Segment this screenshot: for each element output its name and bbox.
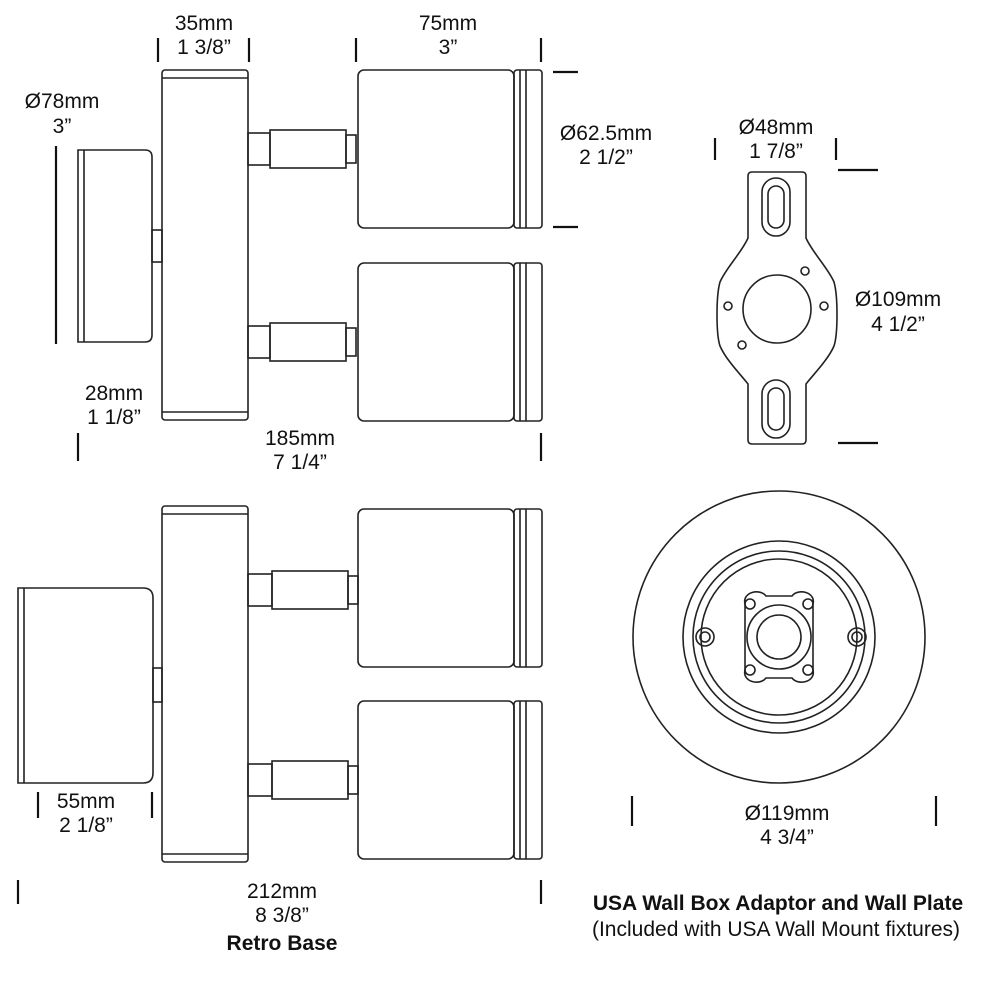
base-diameter-in: 3”	[53, 115, 72, 138]
top-base-plate	[77, 149, 153, 343]
overall-length-mm: 185mm	[265, 427, 335, 450]
top-body-column	[161, 69, 249, 421]
base-width-mm: 35mm	[175, 12, 233, 35]
wall-plate-caption: USA Wall Box Adaptor and Wall Plate	[593, 892, 963, 915]
wall-plate-outer-circle	[632, 490, 926, 784]
top-head-upper	[357, 69, 515, 229]
adaptor-diameter-mm: Ø109mm	[855, 288, 941, 311]
head-diameter-in: 2 1/2”	[579, 146, 633, 169]
base-width-in: 1 3/8”	[177, 36, 231, 59]
base-depth-mm: 28mm	[85, 382, 143, 405]
wall-plate-diameter-mm: Ø119mm	[745, 802, 830, 825]
head-length-in: 3”	[439, 36, 458, 59]
retro-view-drawing	[17, 505, 543, 863]
wall-plate-dimension-lines	[630, 796, 938, 826]
head-length-mm: 75mm	[419, 12, 477, 35]
retro-head-upper	[357, 508, 515, 668]
wall-box-adaptor-drawing	[716, 171, 838, 445]
top-head-lower	[357, 262, 515, 422]
top-view-drawing	[77, 69, 543, 422]
wall-plate-subcaption: (Included with USA Wall Mount fixtures)	[592, 918, 960, 941]
retro-base-depth-in: 2 1/8”	[59, 814, 113, 837]
retro-base-caption: Retro Base	[227, 932, 338, 955]
overall-length-in: 7 1/4”	[273, 451, 327, 474]
head-diameter-mm: Ø62.5mm	[560, 122, 652, 145]
wall-plate-drawing	[632, 490, 926, 784]
retro-base-depth-mm: 55mm	[57, 790, 115, 813]
adaptor-plate-outline	[716, 171, 838, 445]
retro-overall-length-in: 8 3/8”	[255, 904, 309, 927]
base-diameter-mm: Ø78mm	[25, 90, 100, 113]
retro-dimension-lines	[16, 792, 543, 904]
slot-width-mm: Ø48mm	[739, 116, 814, 139]
top-view-dimension-lines	[54, 38, 578, 461]
retro-overall-length-mm: 212mm	[247, 880, 317, 903]
slot-width-in: 1 7/8”	[749, 140, 803, 163]
retro-body-column	[161, 505, 249, 863]
adaptor-diameter-in: 4 1/2”	[871, 313, 925, 336]
adaptor-center-hole	[742, 274, 812, 344]
adaptor-dimension-lines	[713, 138, 878, 445]
retro-base-box	[17, 587, 154, 784]
base-depth-in: 1 1/8”	[87, 406, 141, 429]
retro-head-lower	[357, 700, 515, 860]
wall-plate-diameter-in: 4 3/4”	[760, 826, 814, 849]
